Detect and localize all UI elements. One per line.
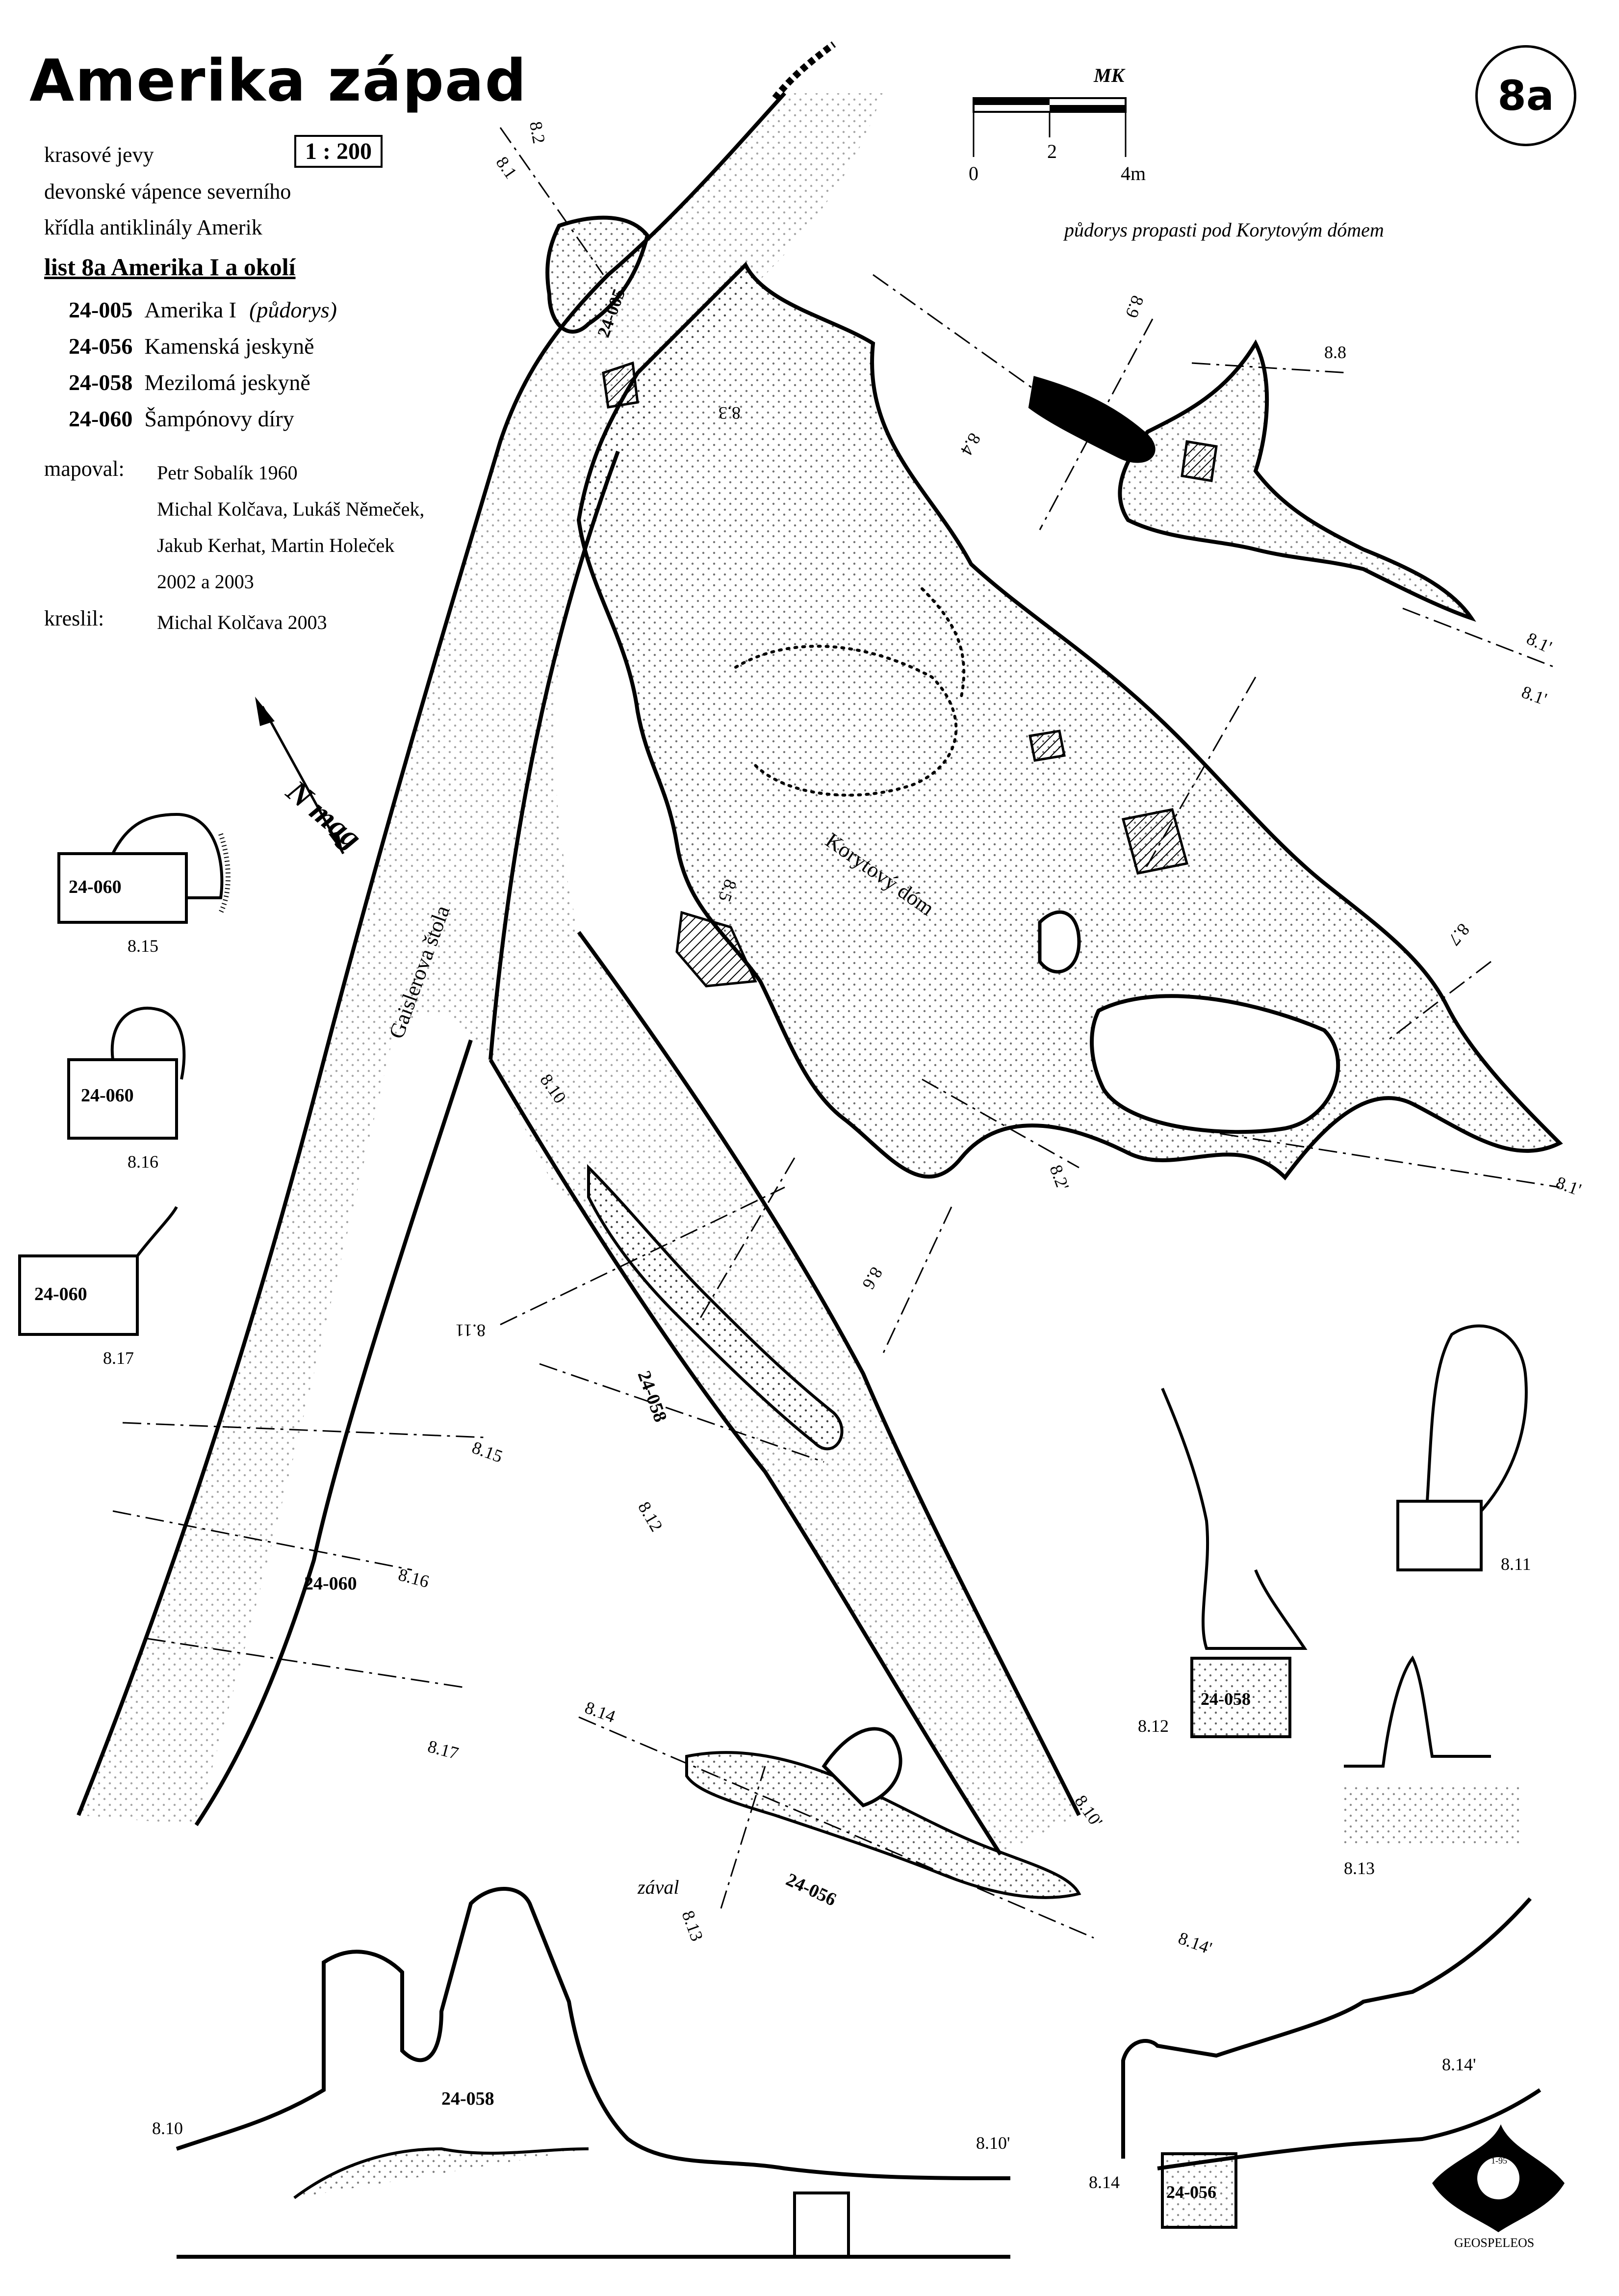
inset-propast: [1028, 339, 1476, 622]
cave-name: Mezilomá jeskyně: [144, 370, 310, 395]
cave-label-24-058: 24-058: [634, 1368, 671, 1425]
section-label: 8.7: [1444, 920, 1474, 949]
section-label: 8.2: [526, 120, 549, 145]
section-label: 8.9: [1122, 293, 1148, 320]
list-heading: list 8a Amerika I a okolí: [44, 253, 296, 281]
logo-text: GEOSPELEOS: [1454, 2236, 1534, 2250]
profile-end: 8.14': [1442, 2055, 1476, 2074]
cave-label-24-056: 24-056: [783, 1869, 839, 1910]
cave-24-056: [685, 1727, 1081, 1899]
profile-cave-code: 24-058: [441, 2088, 494, 2109]
section-label: 8.3: [719, 403, 741, 423]
section-lines: [112, 127, 1560, 1939]
section-label: 8.1': [1524, 628, 1555, 657]
section-label: 8.1': [1519, 682, 1549, 709]
section-label: 8.12: [634, 1498, 667, 1535]
drawn-by: Michal Kolčava 2003: [157, 611, 327, 633]
mapped-line: 2002 a 2003: [157, 571, 254, 593]
section-id: 8.13: [1344, 1858, 1375, 1878]
cave-list-item: 24-056 Kamenská jeskyně: [69, 333, 337, 369]
section-id: 8.12: [1138, 1716, 1169, 1736]
cross-section-8-11: 8.11: [1396, 1324, 1531, 1574]
section-label: 8.1: [492, 153, 521, 183]
legend-line-1: krasové jevy: [44, 143, 154, 167]
cave-label-24-060: 24-060: [304, 1573, 357, 1594]
section-label: 8.11: [455, 1321, 486, 1340]
mapped-line: Jakub Kerhat, Martin Holeček: [157, 534, 395, 556]
cave-name: Kamenská jeskyně: [144, 334, 314, 359]
north-label: N mag: [280, 773, 368, 856]
inset-title: půdorys propasti pod Korytovým dómem: [1064, 219, 1384, 241]
section-label: 8.14': [1176, 1928, 1214, 1958]
cave-code: 24-056: [69, 334, 133, 359]
cave-code: 24-060: [69, 406, 133, 431]
sheet-number-badge: 8a: [1475, 45, 1576, 146]
section-id: 8.15: [128, 936, 158, 956]
scale-bar: [973, 97, 1127, 157]
cave-code: 24-005: [69, 297, 133, 322]
section-label: 8.8: [1324, 342, 1346, 362]
profile-start: 8.10: [152, 2118, 183, 2138]
profile-start: 8.14: [1089, 2172, 1120, 2192]
section-cave-code: 24-060: [81, 1085, 134, 1106]
legend-line-2: devonské vápence severního: [44, 180, 291, 204]
section-id: 8.16: [128, 1152, 158, 1172]
mapped-line: Michal Kolčava, Lukáš Němeček,: [157, 498, 425, 520]
cave-list-item: 24-058 Mezilomá jeskyně: [69, 369, 337, 406]
cave-list-item: 24-005 Amerika I (půdorys): [69, 297, 337, 333]
section-label: 8.4: [957, 430, 985, 459]
profile-end: 8.10': [976, 2133, 1010, 2153]
section-cave-code: 24-060: [69, 877, 122, 897]
section-label: 8.1': [1553, 1173, 1584, 1200]
mapped-label: mapoval:: [44, 457, 125, 481]
cave-note: (půdorys): [249, 297, 337, 322]
geospeleos-logo: 1-95 GEOSPELEOS: [1432, 2124, 1565, 2250]
legend-line-3: křídla antiklinály Amerik: [44, 215, 262, 239]
section-id: 8.11: [1501, 1554, 1531, 1574]
sheet-number: 8a: [1497, 72, 1554, 120]
profile-cave-code: 24-056: [1166, 2182, 1216, 2202]
cave-24-058: [587, 1164, 844, 1451]
cave-code: 24-058: [69, 370, 133, 395]
section-label: 8.6: [859, 1264, 887, 1293]
profile-8-14: 24-056 8.14 8.14': [1089, 1897, 1542, 2229]
section-label: 8.15: [469, 1437, 505, 1466]
section-label: 8.2': [1046, 1162, 1073, 1193]
cave-24-005: [545, 215, 650, 334]
profile-8-10: 24-058 8.10 8.10': [152, 1887, 1011, 2259]
drawn-label: kreslil:: [44, 606, 104, 630]
author-signature: MK: [1094, 64, 1125, 86]
scale-tick-2: 2: [1047, 140, 1057, 162]
scale-tick-4: 4m: [1121, 162, 1146, 184]
section-cave-code: 24-058: [1201, 1689, 1251, 1709]
zaval-label: zával: [637, 1876, 679, 1898]
korytovy-dom-chamber: [576, 261, 1563, 1181]
cave-list: 24-005 Amerika I (půdorys) 24-056 Kamens…: [69, 297, 337, 442]
north-arrow: N mag: [255, 697, 368, 856]
cave-name: Šampónovy díry: [144, 406, 294, 431]
scale-ratio: 1 : 200: [294, 135, 383, 168]
cave-list-item: 24-060 Šampónovy díry: [69, 406, 337, 442]
cross-section-8-15: 24-060 8.15: [57, 812, 231, 956]
section-id: 8.17: [103, 1348, 134, 1368]
mapped-line: Petr Sobalík 1960: [157, 462, 298, 484]
section-label: 8.17: [426, 1736, 461, 1763]
cross-section-8-13: 8.13: [1344, 1655, 1520, 1878]
cross-section-8-16: 24-060 8.16: [67, 1007, 186, 1172]
logo-year: 1-95: [1491, 2156, 1507, 2166]
mapped-by: Petr Sobalík 1960 Michal Kolčava, Lukáš …: [157, 461, 424, 606]
section-label: 8.13: [678, 1908, 707, 1944]
scale-tick-0: 0: [969, 162, 978, 184]
section-label: 8.14: [582, 1697, 618, 1726]
cave-name: Amerika I: [144, 297, 237, 322]
section-label: 8.16: [396, 1565, 431, 1592]
section-cave-code: 24-060: [34, 1284, 87, 1305]
cross-section-8-17: 24-060 8.17: [18, 1206, 178, 1368]
map-title: Amerika západ: [29, 47, 527, 114]
cross-section-8-12: 24-058 8.12: [1138, 1387, 1308, 1738]
